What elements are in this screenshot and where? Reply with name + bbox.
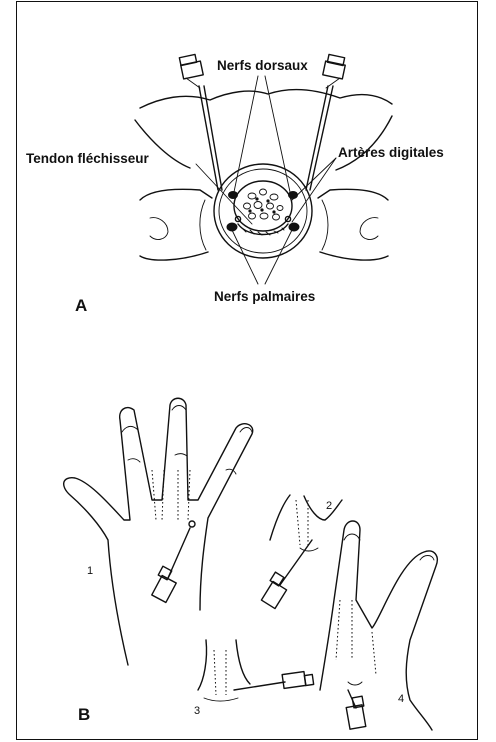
needle-1 bbox=[152, 521, 195, 602]
step-number-1: 1 bbox=[87, 565, 93, 577]
needle-4 bbox=[346, 690, 366, 729]
needle-3 bbox=[234, 672, 314, 690]
needle-2 bbox=[261, 540, 312, 609]
bone-texture bbox=[244, 189, 284, 220]
palmar-nerve-right bbox=[289, 223, 300, 232]
needle-right-a bbox=[306, 54, 345, 190]
step-number-4: 4 bbox=[398, 693, 404, 705]
panel-b-label: B bbox=[78, 705, 90, 724]
panel-b-illustration bbox=[64, 398, 438, 730]
dorsal-nerve-right bbox=[288, 191, 298, 199]
step-number-3: 3 bbox=[194, 705, 200, 717]
panel-a-illustration bbox=[135, 54, 392, 284]
panel-a-label: A bbox=[75, 296, 87, 315]
label-arteres-digitales: Artères digitales bbox=[338, 145, 444, 160]
label-nerfs-palmaires: Nerfs palmaires bbox=[214, 289, 315, 304]
label-nerfs-dorsaux: Nerfs dorsaux bbox=[217, 58, 308, 73]
dorsal-nerve-left bbox=[228, 191, 238, 199]
label-tendon-flechisseur: Tendon fléchisseur bbox=[26, 151, 150, 166]
step-number-2: 2 bbox=[326, 500, 332, 512]
